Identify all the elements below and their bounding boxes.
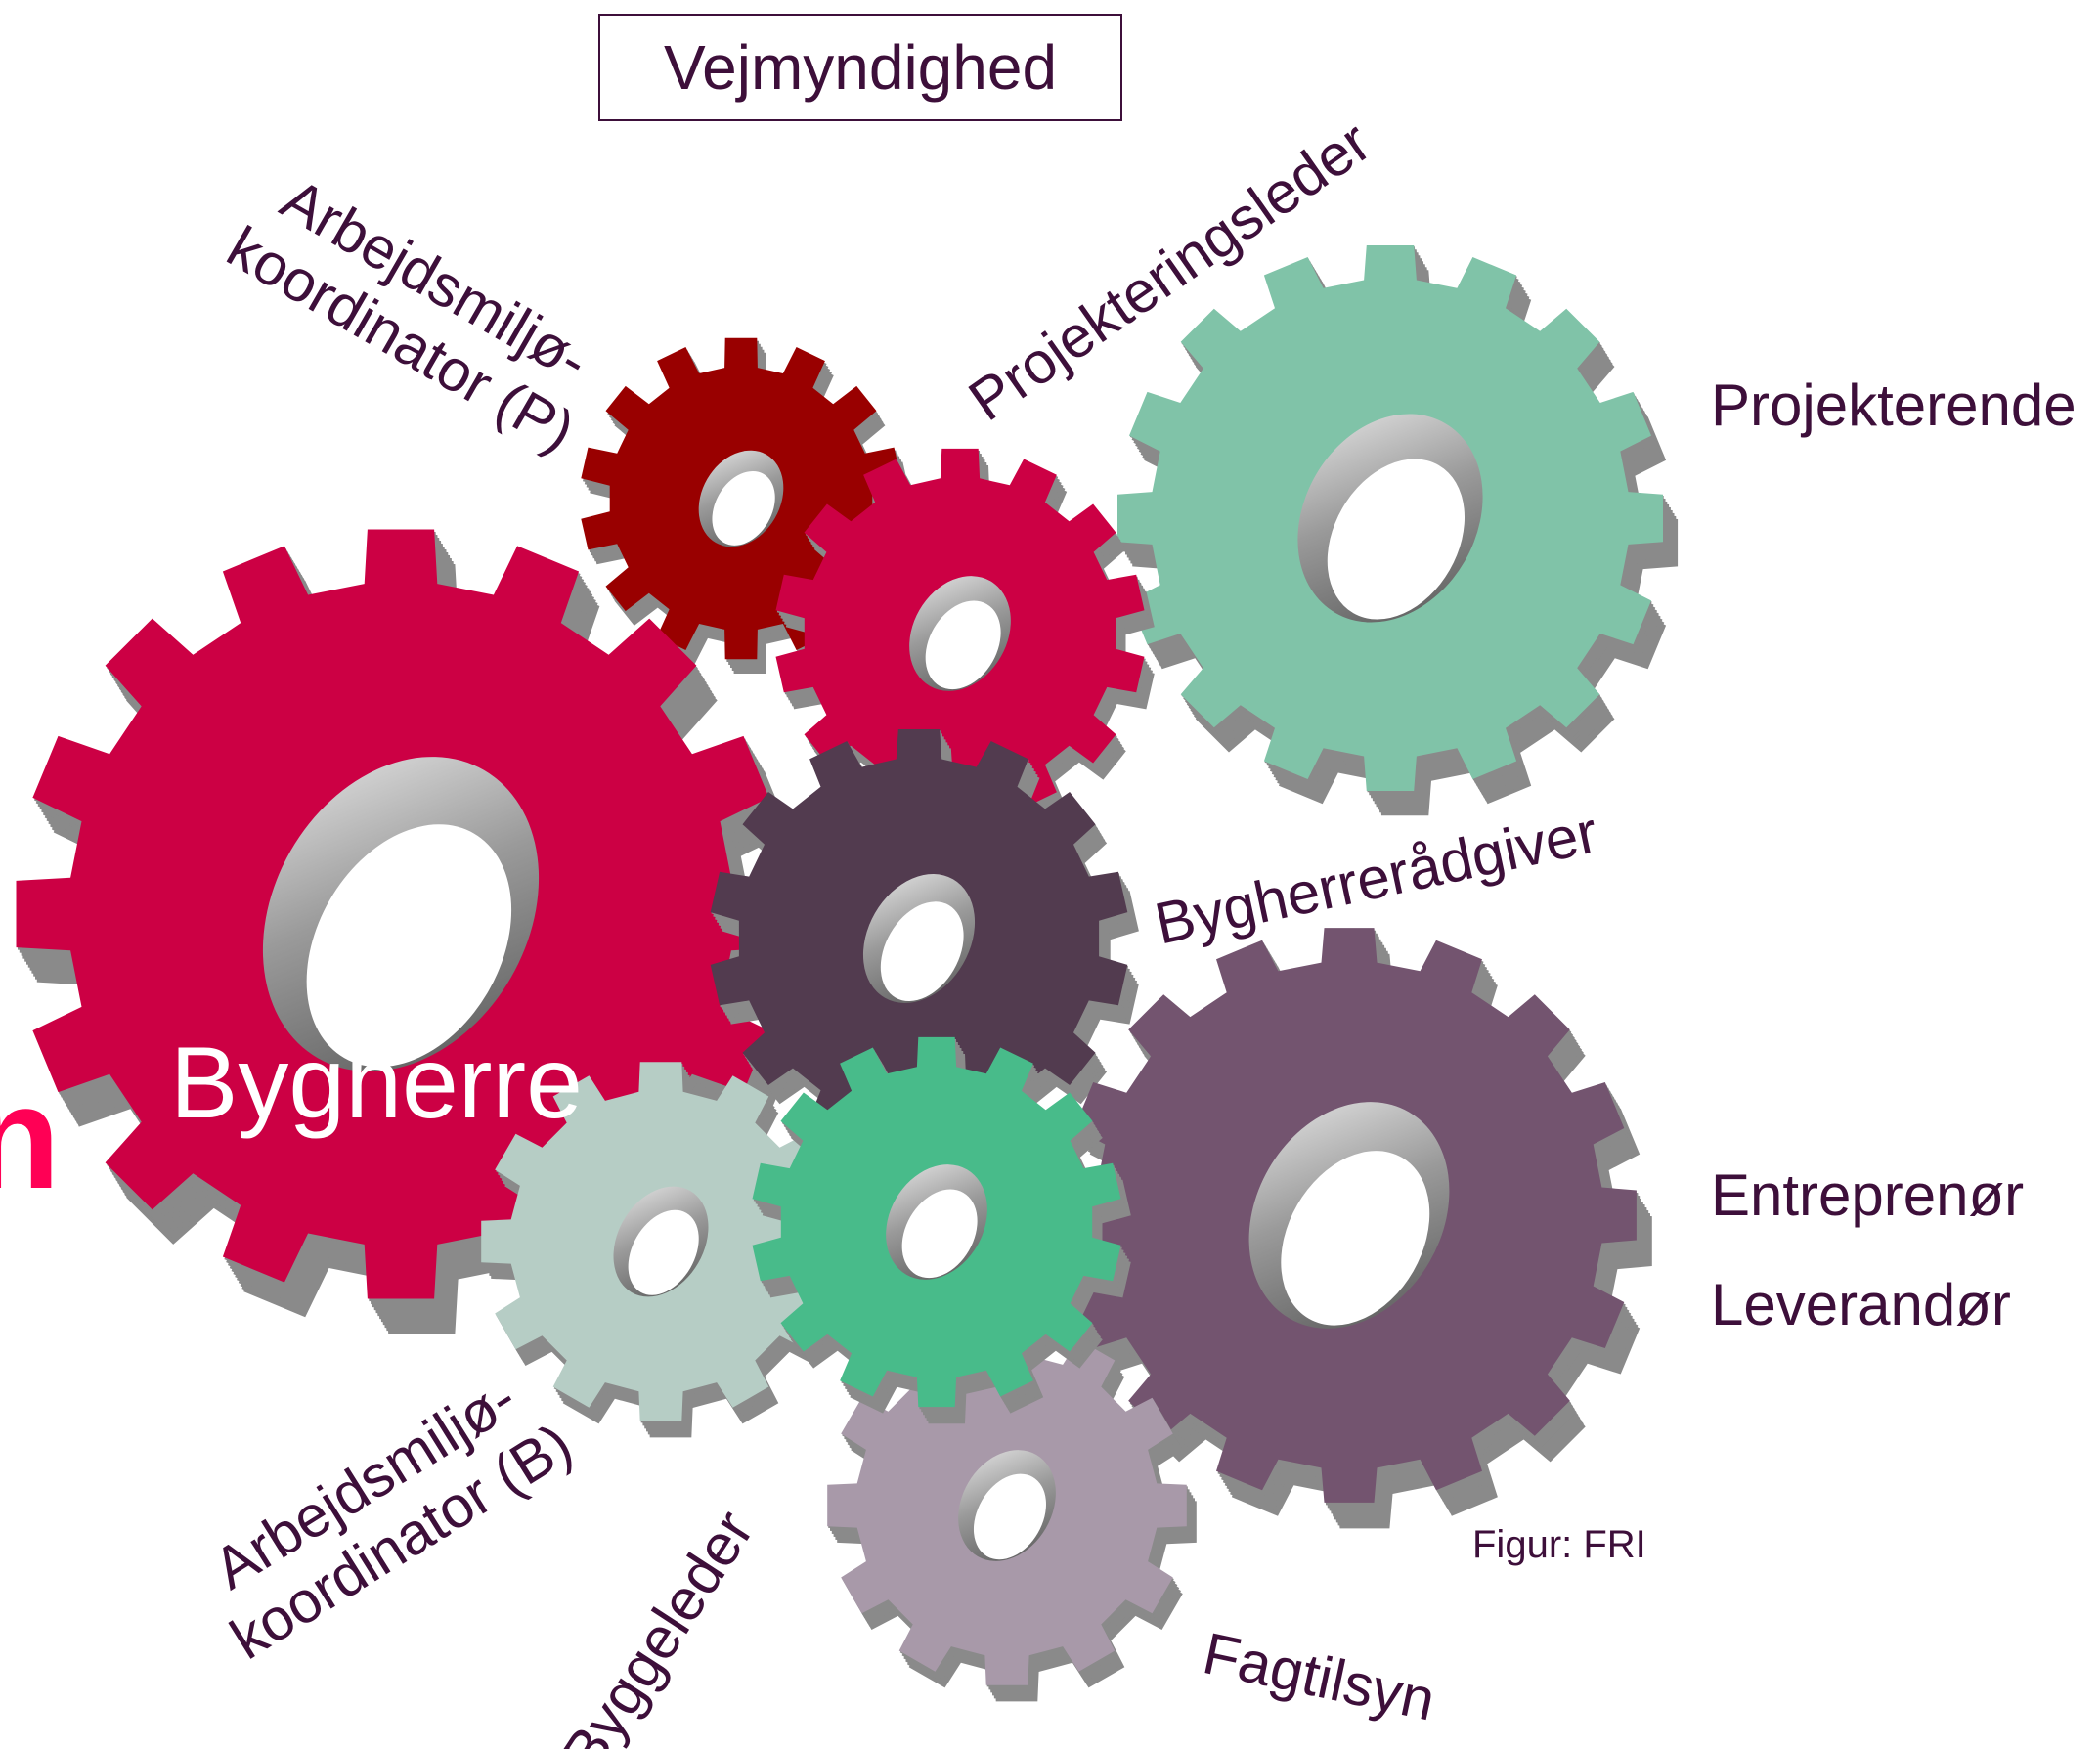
arbejdsmiljo-p-label: Arbejdsmiljø- koordinator (P) (217, 166, 600, 464)
figure-credit: Figur: FRI (1472, 1523, 1646, 1566)
vejmyndighed-label: Vejmyndighed (663, 32, 1058, 103)
gear-projekterende (1117, 245, 1679, 816)
gear-bygherreraadgiver (710, 729, 1139, 1167)
gear-fagtilsyn (827, 1326, 1197, 1702)
gear-entreprenor (1062, 928, 1652, 1529)
leverandor-label: Leverandør (1711, 1272, 2011, 1337)
gear-projekteringsleder (775, 448, 1155, 836)
arbejdsmiljo-b-label: Arbejdsmiljø- koordinator (B) (202, 1365, 583, 1672)
partial-left-letter: n (0, 1055, 61, 1219)
bygherreraadgiver-label: Bygherrerådgiver (1150, 799, 1603, 956)
byggeleder-label: Byggeleder (549, 1499, 766, 1749)
projekterende-label: Projekterende (1711, 372, 2077, 438)
fagtilsyn-label: Fagtilsyn (1198, 1620, 1441, 1732)
gear-byggeleder (752, 1036, 1131, 1424)
entreprenor-label: Entreprenør (1711, 1162, 2025, 1228)
vejmyndighed-box: Vejmyndighed (598, 14, 1122, 121)
gears-layer (16, 245, 1679, 1702)
bygherre-label: Bygherre (170, 1027, 583, 1140)
